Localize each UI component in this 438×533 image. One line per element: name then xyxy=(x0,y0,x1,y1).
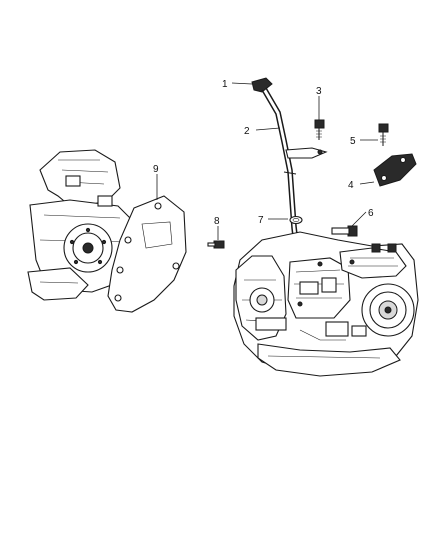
bolt-5 xyxy=(378,123,389,146)
callout-1: 1 xyxy=(222,79,228,90)
o-ring-seal xyxy=(289,215,303,225)
callout-7: 7 xyxy=(258,215,264,226)
callout-8: 8 xyxy=(214,216,220,227)
callout-6: 6 xyxy=(368,208,374,219)
callout-labels: 1 2 3 4 5 6 7 8 9 xyxy=(153,79,374,227)
engine-block xyxy=(27,149,133,301)
callout-2: 2 xyxy=(244,126,250,137)
callout-3: 3 xyxy=(316,86,322,97)
bolt-8 xyxy=(207,240,225,249)
transaxle-assembly xyxy=(233,231,419,377)
bolt-6 xyxy=(331,225,358,237)
mount-bracket xyxy=(373,153,417,187)
callout-9: 9 xyxy=(153,164,159,175)
callout-5: 5 xyxy=(350,136,356,147)
bolt-3 xyxy=(314,119,325,140)
dust-cover-plate xyxy=(107,195,187,313)
leader-lines xyxy=(156,82,378,240)
callout-4: 4 xyxy=(348,180,354,191)
